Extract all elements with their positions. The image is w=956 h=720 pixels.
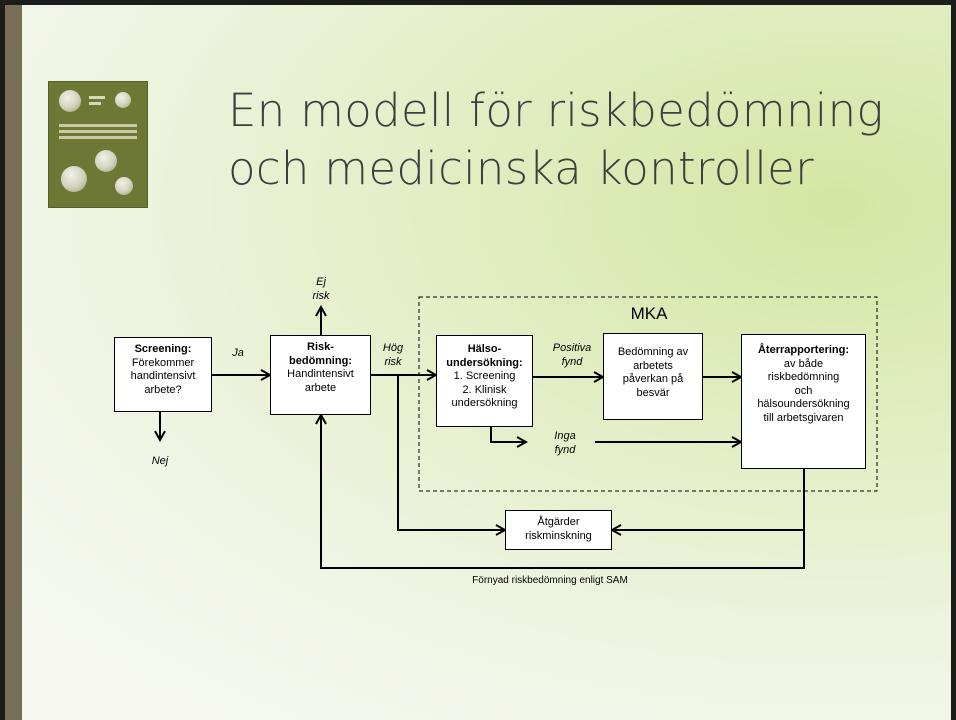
- risk-heading-2: bedömning:: [289, 354, 352, 367]
- aterrapportering-box: Återrapportering: av både riskbedömning …: [741, 334, 866, 469]
- label-inga-fynd: fynd: [554, 444, 576, 456]
- ater-line: hälsoundersökning: [757, 398, 850, 410]
- atgarder-box: Åtgärder riskminskning: [505, 510, 612, 550]
- screening-box: Screening: Förekommer handintensivt arbe…: [114, 337, 212, 412]
- label-positiva-fynd: fynd: [561, 356, 583, 368]
- label-nej: Nej: [151, 455, 169, 467]
- arrow-ater-to-atgarder: [612, 469, 805, 530]
- bedomning-box: Bedömning av arbetets påverkan på besvär: [603, 333, 703, 420]
- arrow-halso-inga-fynd: [490, 427, 526, 442]
- screening-heading: Screening:: [134, 343, 192, 355]
- ater-line: och: [794, 384, 813, 397]
- ater-line: av både: [783, 357, 824, 370]
- screening-line: arbete?: [144, 383, 182, 396]
- slide-title-line-1: En modell för riskbedömning: [228, 84, 884, 137]
- riskbedomning-box: Risk- bedömning: Handintensivt arbete: [270, 335, 371, 415]
- slide-title-line-2: och medicinska kontroller: [228, 142, 814, 195]
- mka-dashed-region: [418, 296, 878, 492]
- screening-line: Förekommer: [131, 356, 195, 369]
- halso-heading-1: Hälso-: [467, 343, 502, 355]
- atgarder-line: riskminskning: [525, 529, 592, 542]
- risk-heading-1: Risk-: [307, 341, 334, 353]
- book-cover-image: [48, 81, 148, 208]
- label-hog-risk: risk: [384, 356, 402, 368]
- mka-label: MKA: [630, 304, 668, 323]
- halso-heading-2: undersökning:: [446, 356, 523, 369]
- accent-bar: [5, 5, 22, 720]
- label-inga: Inga: [554, 430, 576, 442]
- bedomning-line: besvär: [636, 386, 670, 399]
- ater-line: till arbetsgivaren: [763, 411, 844, 424]
- label-positiva: Positiva: [552, 342, 592, 354]
- bedomning-line: arbetets: [633, 359, 673, 372]
- label-ja: Ja: [232, 347, 244, 359]
- risk-line: arbete: [304, 381, 337, 394]
- label-hog: Hög: [382, 342, 404, 354]
- arrow-risk-to-atgarder: [397, 375, 505, 530]
- bedomning-line: Bedömning av: [617, 346, 689, 358]
- halso-line: 2. Klinisk: [462, 383, 507, 396]
- ater-heading: Återrapportering:: [757, 344, 850, 356]
- halso-line: undersökning: [451, 397, 518, 409]
- bedomning-line: påverkan på: [622, 373, 684, 385]
- risk-line: Handintensivt: [287, 368, 354, 380]
- halso-line: 1. Screening: [453, 370, 516, 382]
- arrow-feedback-loop: [321, 415, 805, 569]
- atgarder-line: Åtgärder: [537, 516, 580, 528]
- feedback-loop-caption: Förnyad riskbedömning enligt SAM: [472, 575, 628, 586]
- ater-line: riskbedömning: [767, 371, 840, 383]
- label-ej: Ej: [316, 276, 326, 288]
- slide-title: En modell för riskbedömning och medicins…: [228, 82, 928, 198]
- halsoundersokning-box: Hälso- undersökning: 1. Screening 2. Kli…: [436, 335, 533, 427]
- screening-line: handintensivt: [130, 370, 196, 382]
- label-ej-risk: risk: [312, 290, 330, 302]
